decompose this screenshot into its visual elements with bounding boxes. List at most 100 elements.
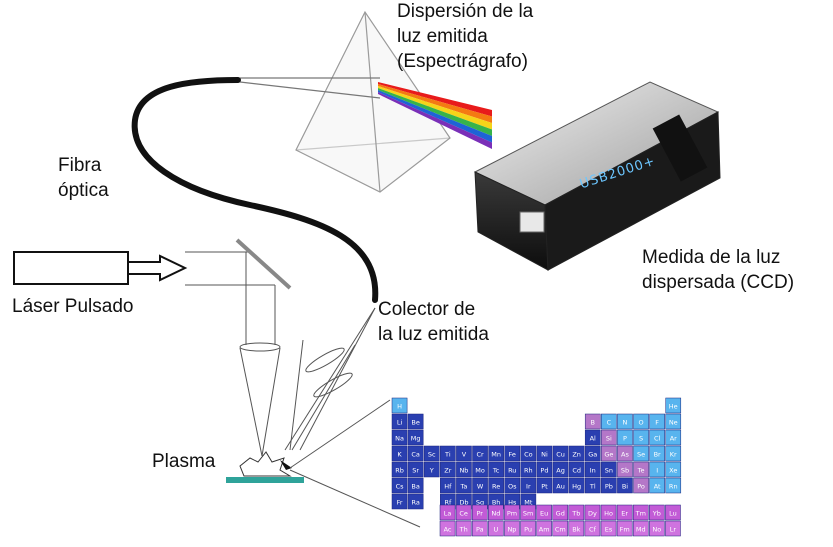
element-ge-cell <box>601 445 617 462</box>
element-cm-symbol: Cm <box>555 526 566 534</box>
element-ta-symbol: Ta <box>460 483 468 491</box>
element-pb-symbol: Pb <box>605 483 613 491</box>
element-te-cell <box>633 461 649 478</box>
element-p-symbol: P <box>623 435 627 443</box>
element-br-cell <box>649 445 665 462</box>
element-zn-symbol: Zn <box>572 451 581 459</box>
element-mn-symbol: Mn <box>491 451 501 459</box>
element-np-cell <box>504 520 520 537</box>
element-rf-symbol: Rf <box>444 499 452 507</box>
element-cf-symbol: Cf <box>589 526 597 534</box>
element-na-symbol: Na <box>395 435 404 443</box>
element-cl-cell <box>649 429 665 446</box>
element-s-cell <box>633 429 649 446</box>
element-nb-cell <box>456 461 472 478</box>
spectrum-band-3 <box>378 88 492 136</box>
element-in-symbol: In <box>590 467 596 475</box>
element-at-symbol: At <box>654 483 661 491</box>
element-lu-cell <box>665 504 681 521</box>
element-zn-cell <box>568 445 585 462</box>
label-colector: Colector de la luz emitida <box>378 297 489 347</box>
element-lr-cell <box>665 520 681 537</box>
element-ru-symbol: Ru <box>508 467 516 475</box>
element-no-symbol: No <box>652 526 661 534</box>
element-sb-cell <box>617 461 633 478</box>
element-zr-cell <box>440 461 456 478</box>
element-co-cell <box>520 445 537 462</box>
element-mg-cell <box>407 429 424 446</box>
element-w-symbol: W <box>477 483 484 491</box>
element-sb-symbol: Sb <box>621 467 629 475</box>
element-pm-symbol: Pm <box>507 510 517 518</box>
element-fe-cell <box>504 445 521 462</box>
element-ho-cell <box>600 504 617 521</box>
element-tc-symbol: Tc <box>492 467 500 475</box>
element-kr-symbol: Kr <box>670 451 677 459</box>
element-au-symbol: Au <box>556 483 565 491</box>
element-v-symbol: V <box>462 451 467 459</box>
element-o-cell <box>633 413 649 430</box>
element-pd-cell <box>536 461 553 478</box>
element-n-symbol: N <box>623 419 628 427</box>
pulsed-laser <box>13 251 188 285</box>
element-u-symbol: U <box>493 526 498 534</box>
label-medida-line-1: Medida de la luz <box>642 247 781 268</box>
fiber-optic-cable <box>131 77 379 303</box>
element-am-cell <box>536 520 552 537</box>
element-cm-cell <box>552 520 569 537</box>
element-mn-cell <box>488 445 504 462</box>
element-ac-symbol: Ac <box>444 526 452 534</box>
element-ce-cell <box>455 504 472 521</box>
element-ar-cell <box>665 429 682 446</box>
plasma-sample <box>226 451 304 483</box>
element-pt-symbol: Pt <box>541 483 548 491</box>
element-li-symbol: Li <box>397 419 403 427</box>
element-lr-symbol: Lr <box>670 526 677 534</box>
element-nd-cell <box>488 504 504 521</box>
element-ir-symbol: Ir <box>526 483 531 491</box>
element-rh-symbol: Rh <box>524 467 533 475</box>
element-hg-cell <box>568 477 585 494</box>
element-la-symbol: La <box>444 510 452 518</box>
element-gd-symbol: Gd <box>556 510 565 518</box>
element-re-cell <box>488 477 504 494</box>
element-c-symbol: C <box>607 419 612 427</box>
label-dispersion-line-2: luz emitida <box>397 26 488 47</box>
element-cd-symbol: Cd <box>572 467 581 475</box>
collector-lenses <box>284 307 376 451</box>
element-ce-symbol: Ce <box>459 510 468 518</box>
element-bk-cell <box>568 520 585 537</box>
element-tb-cell <box>568 504 585 521</box>
label-dispersion-line-1: Dispersión de la <box>397 1 534 22</box>
element-v-cell <box>456 445 472 462</box>
element-ag-symbol: Ag <box>556 467 565 475</box>
element-es-cell <box>600 520 617 537</box>
spectrum-band-2 <box>378 86 492 130</box>
element-as-symbol: As <box>621 451 629 459</box>
element-cs-cell <box>391 477 408 494</box>
element-po-symbol: Po <box>637 483 645 491</box>
label-laser-pulsado: Láser Pulsado <box>12 296 134 317</box>
element-pa-cell <box>471 520 488 537</box>
element-ho-symbol: Ho <box>604 510 613 518</box>
element-cu-symbol: Cu <box>556 451 565 459</box>
element-pb-cell <box>601 477 617 494</box>
element-b-symbol: B <box>591 419 595 427</box>
element-pa-symbol: Pa <box>476 526 484 534</box>
ccd-spectrometer-device <box>473 81 721 271</box>
element-cf-cell <box>584 520 601 537</box>
element-mo-symbol: Mo <box>475 467 485 475</box>
element-pr-cell <box>471 504 488 521</box>
label-dispersion: Dispersión de la luz emitida (Espectrágr… <box>397 0 533 74</box>
element-cs-symbol: Cs <box>396 483 405 491</box>
element-s-symbol: S <box>639 435 643 443</box>
element-i-symbol: I <box>656 467 658 475</box>
element-db-symbol: Db <box>459 499 468 507</box>
element-ra-cell <box>407 493 424 510</box>
element-pt-cell <box>536 477 553 494</box>
element-lu-symbol: Lu <box>669 510 677 518</box>
element-tc-cell <box>488 461 504 478</box>
element-no-cell <box>649 520 665 537</box>
element-ne-cell <box>665 413 682 430</box>
